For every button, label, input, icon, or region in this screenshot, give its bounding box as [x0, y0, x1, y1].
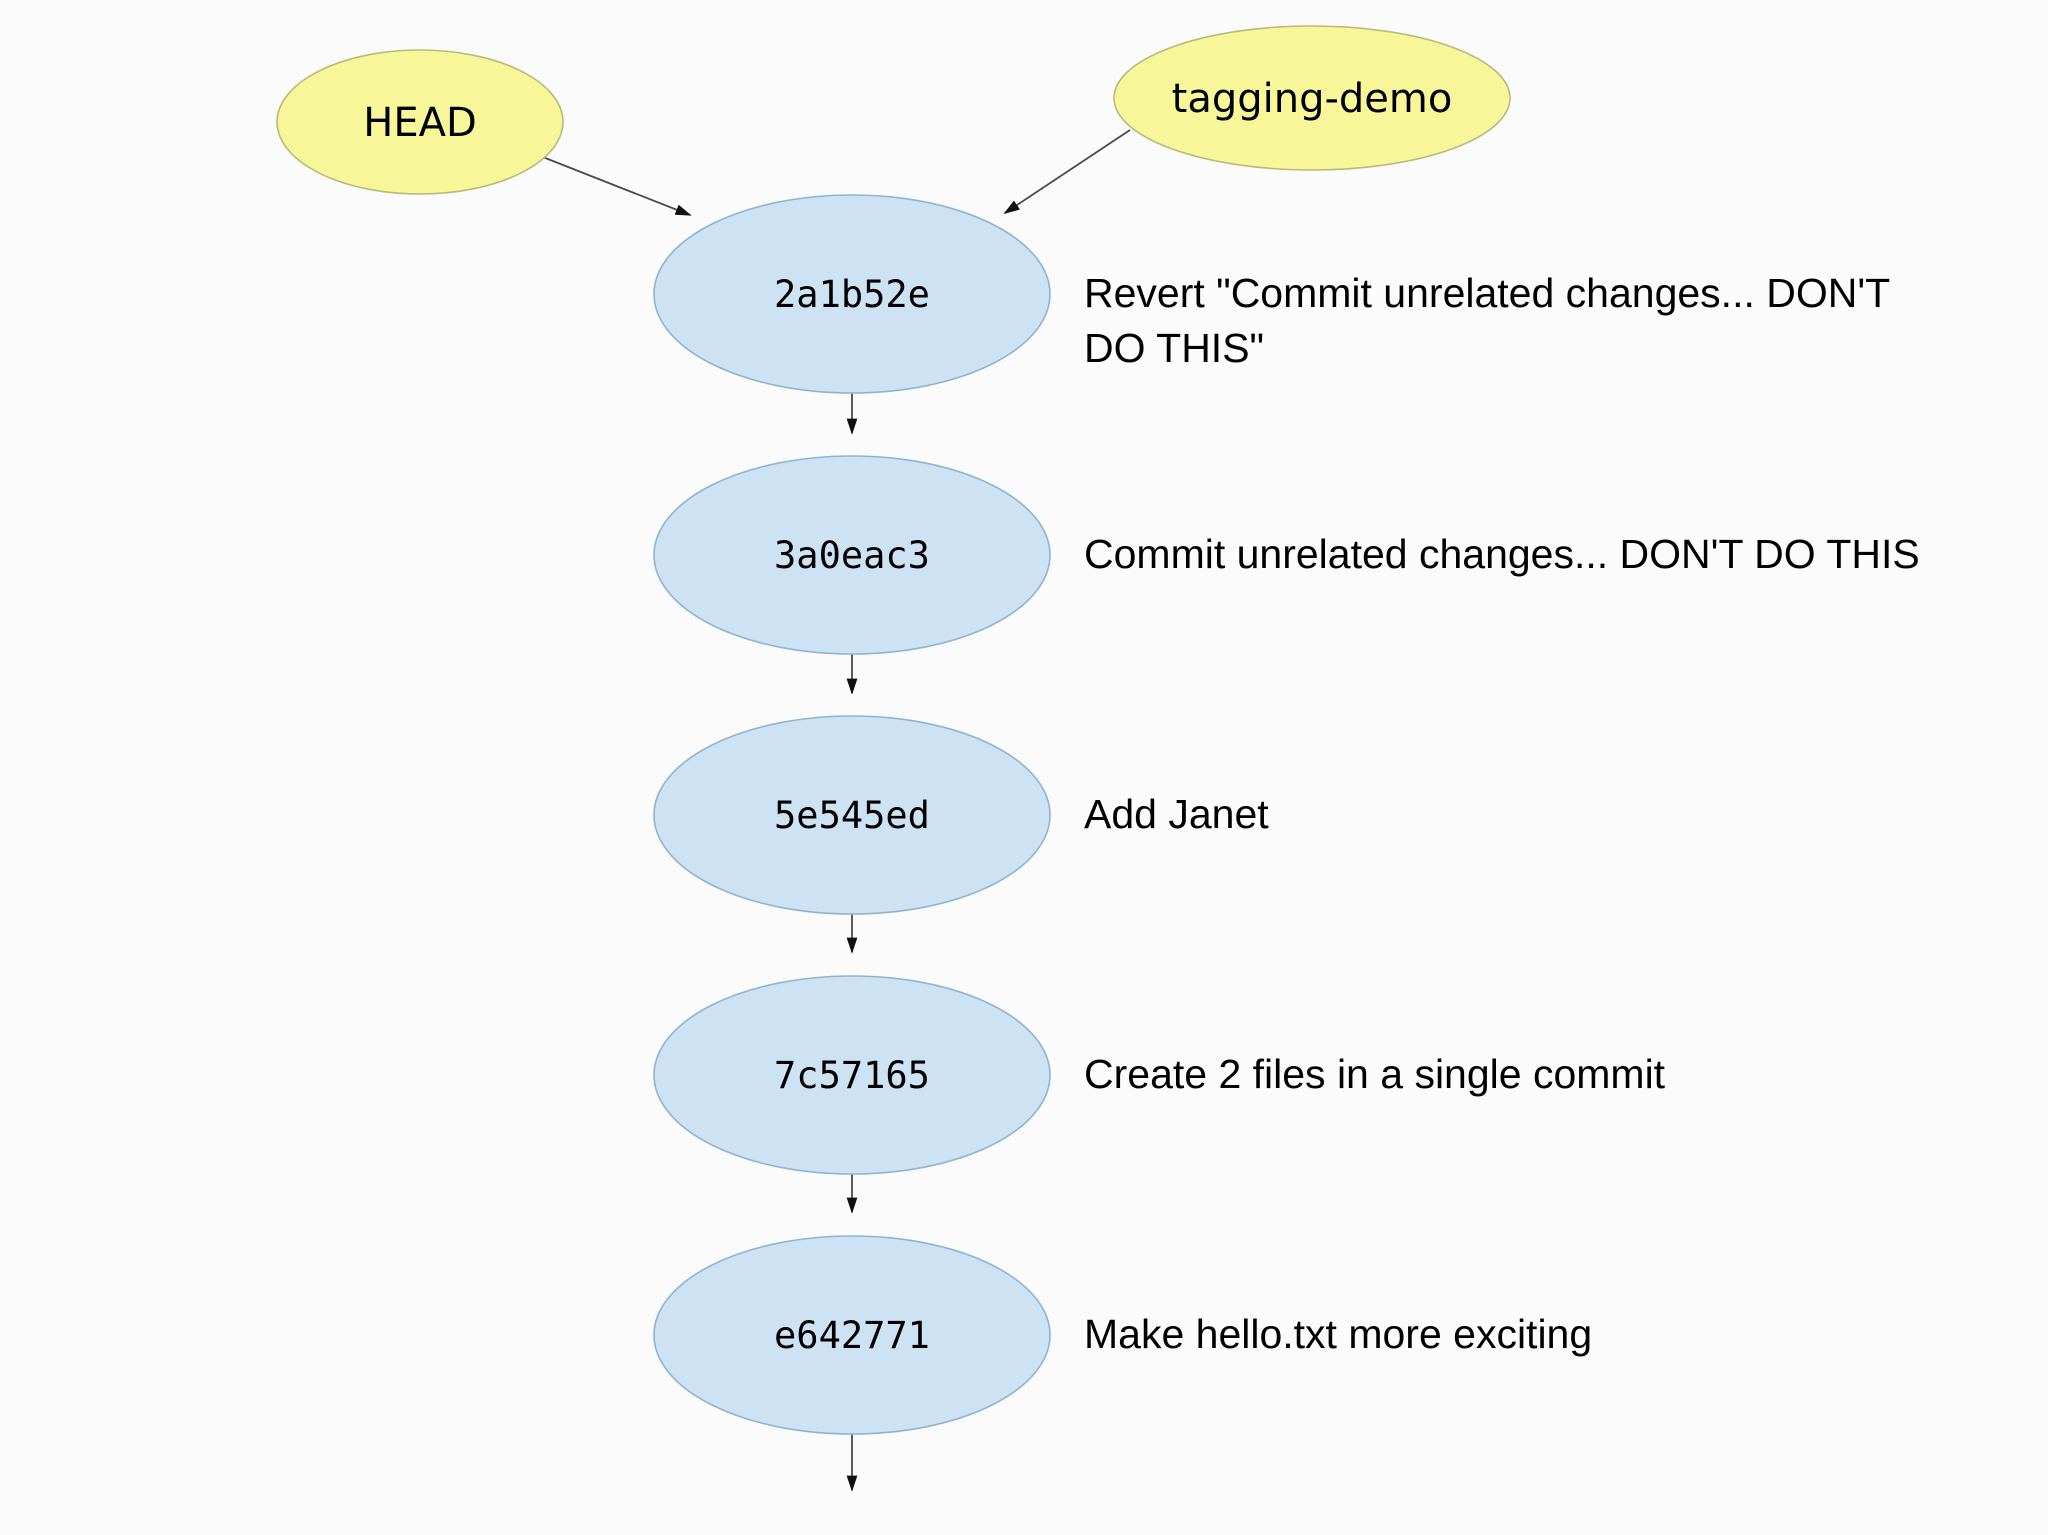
commit-ellipse-3a0eac3[interactable]: [653, 455, 1051, 655]
commit-message-2a1b52e-line1: Revert "Commit unrelated changes... DON'…: [1084, 270, 1890, 316]
ref-ellipse-branch[interactable]: [1113, 25, 1511, 171]
commit-ellipse-2a1b52e[interactable]: [653, 194, 1051, 394]
commit-node-2a1b52e[interactable]: 2a1b52e Revert "Commit unrelated changes…: [653, 194, 1890, 394]
commit-ellipse-7c57165[interactable]: [653, 975, 1051, 1175]
commit-ellipse-e642771[interactable]: [653, 1235, 1051, 1435]
commit-hash-2a1b52e: 2a1b52e: [774, 273, 930, 316]
commit-message-5e545ed: Add Janet: [1084, 791, 1269, 837]
commit-hash-5e545ed: 5e545ed: [774, 794, 930, 837]
ref-label-head: HEAD: [363, 100, 477, 146]
commit-message-3a0eac3: Commit unrelated changes... DON'T DO THI…: [1084, 531, 1920, 577]
commit-ellipse-5e545ed[interactable]: [653, 715, 1051, 915]
commit-hash-7c57165: 7c57165: [774, 1054, 930, 1097]
ref-label-branch: tagging-demo: [1172, 76, 1453, 122]
ref-node-branch[interactable]: tagging-demo: [1113, 25, 1511, 171]
commit-hash-e642771: e642771: [774, 1314, 930, 1357]
edge-branch-to-2a1b52e: [1003, 129, 1131, 214]
commit-message-e642771: Make hello.txt more exciting: [1084, 1311, 1592, 1357]
edge-head-to-2a1b52e: [524, 149, 692, 216]
ref-node-head[interactable]: HEAD: [276, 49, 564, 195]
ref-ellipse-head[interactable]: [276, 49, 564, 195]
commit-message-2a1b52e-line2: DO THIS": [1084, 325, 1264, 371]
commit-node-e642771[interactable]: e642771 Make hello.txt more exciting: [653, 1235, 1592, 1435]
commit-node-5e545ed[interactable]: 5e545ed Add Janet: [653, 715, 1269, 915]
commit-message-7c57165: Create 2 files in a single commit: [1084, 1051, 1666, 1097]
commit-node-7c57165[interactable]: 7c57165 Create 2 files in a single commi…: [653, 975, 1666, 1175]
commit-hash-3a0eac3: 3a0eac3: [774, 534, 930, 577]
commit-node-3a0eac3[interactable]: 3a0eac3 Commit unrelated changes... DON'…: [653, 455, 1920, 655]
